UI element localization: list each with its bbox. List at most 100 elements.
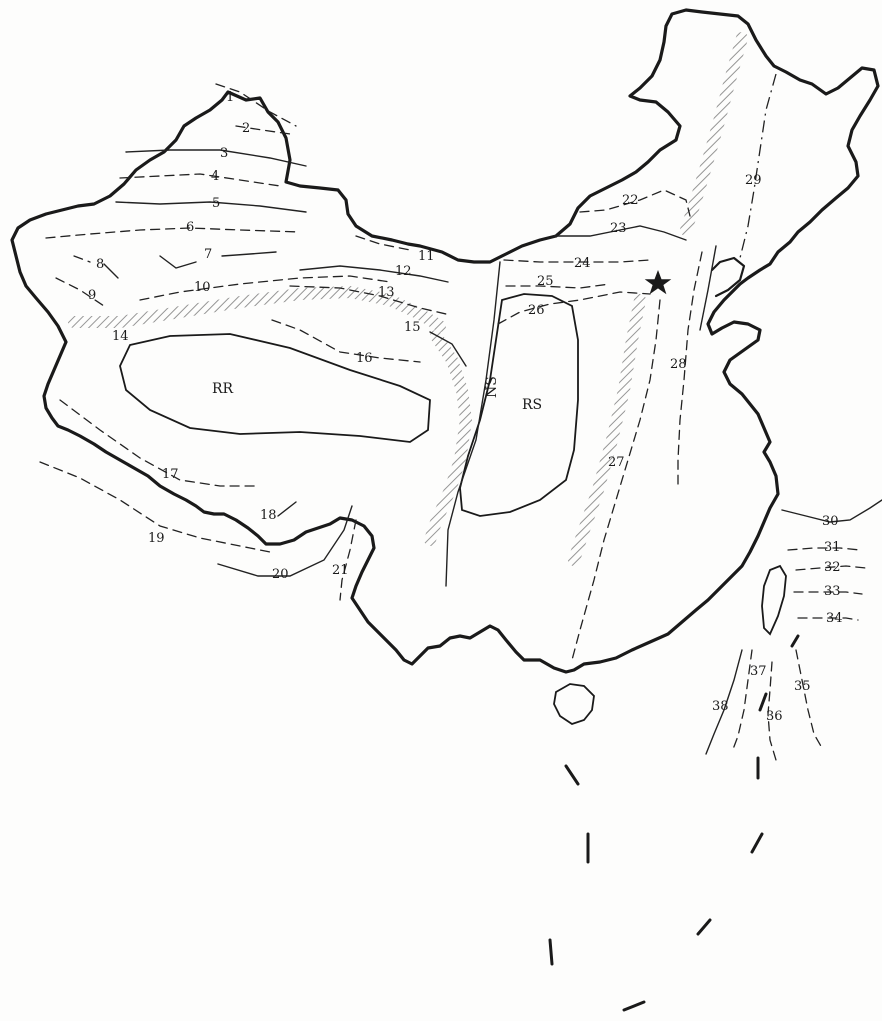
fault-label-12: 12 xyxy=(395,264,412,279)
fault-label-38: 38 xyxy=(712,699,729,714)
trench-segment-1 xyxy=(564,764,580,786)
fault-36 xyxy=(767,661,777,761)
fault-35 xyxy=(795,649,823,749)
hatch-belt-15 xyxy=(424,330,473,546)
fault-2 xyxy=(235,125,291,135)
fault-label-6: 6 xyxy=(186,220,194,235)
fault-7 xyxy=(159,255,197,269)
fault-15b xyxy=(429,331,467,367)
fault-label-16: 16 xyxy=(356,351,373,366)
fault-21 xyxy=(339,519,357,601)
fault-label-25: 25 xyxy=(537,274,554,289)
fault-label-3: 3 xyxy=(220,146,228,161)
trench-segment-6 xyxy=(750,832,764,854)
fault-label-24: 24 xyxy=(574,256,591,271)
fault-26 xyxy=(497,291,651,325)
fault-label-13: 13 xyxy=(378,285,395,300)
fault-label-23: 23 xyxy=(610,221,627,236)
fault-6 xyxy=(45,227,301,239)
ns-label: NS xyxy=(484,376,500,398)
fault-17 xyxy=(59,399,261,487)
fault-13 xyxy=(289,285,447,315)
fault-label-19: 19 xyxy=(148,531,165,546)
fault-label-21: 21 xyxy=(332,563,349,578)
fault-32 xyxy=(795,565,867,571)
fault-label-31: 31 xyxy=(824,540,841,555)
taiwan-island xyxy=(761,564,787,636)
fault-label-17: 17 xyxy=(162,467,179,482)
star-icon xyxy=(644,270,672,295)
ns-belt-line xyxy=(445,261,501,587)
fault-label-group: 1 2 3 4 5 6 7 8 9 10 11 12 13 14 15 16 1… xyxy=(88,90,843,724)
trench-segment-4 xyxy=(622,1000,646,1012)
rr-block-outline xyxy=(119,333,431,443)
fault-33 xyxy=(793,591,863,595)
fault-8b xyxy=(103,263,119,279)
fault-36-segment xyxy=(758,692,768,712)
fault-22 xyxy=(579,189,691,217)
fault-label-26: 26 xyxy=(528,303,545,318)
fault-28 xyxy=(677,251,703,485)
fault-29 xyxy=(739,73,777,259)
fault-label-33: 33 xyxy=(824,584,841,599)
fault-label-30: 30 xyxy=(822,514,839,529)
fault-18 xyxy=(277,501,297,517)
fault-label-8: 8 xyxy=(96,257,104,272)
fault-25 xyxy=(505,283,611,289)
fault-label-2: 2 xyxy=(242,121,250,136)
liaodong-coast xyxy=(710,256,746,298)
fault-label-28: 28 xyxy=(670,357,687,372)
hainan-island xyxy=(553,683,595,725)
hatch-belt-northeast xyxy=(680,32,748,236)
fault-5 xyxy=(115,201,307,213)
fault-38 xyxy=(705,649,743,755)
fault-label-20: 20 xyxy=(272,567,289,582)
fault-label-5: 5 xyxy=(212,196,220,211)
fault-label-27: 27 xyxy=(608,455,625,470)
fault-label-11: 11 xyxy=(418,249,435,264)
fault-23 xyxy=(553,225,687,241)
fault-19 xyxy=(39,461,271,553)
fault-label-37: 37 xyxy=(750,664,767,679)
fault-label-4: 4 xyxy=(211,169,219,184)
fault-label-10: 10 xyxy=(194,280,211,295)
rs-label: RS xyxy=(522,397,542,413)
fault-3 xyxy=(125,149,307,167)
fault-30 xyxy=(781,499,882,523)
fault-label-36: 36 xyxy=(766,709,783,724)
fault-label-32: 32 xyxy=(824,560,841,575)
fault-label-18: 18 xyxy=(260,508,277,523)
rs-block-outline xyxy=(459,293,579,517)
fault-label-1: 1 xyxy=(226,90,234,105)
hatch-belt-14 xyxy=(68,285,446,332)
fault-37 xyxy=(731,649,753,753)
fault-28b xyxy=(699,245,717,331)
fault-20 xyxy=(217,505,353,577)
fault-34 xyxy=(797,617,859,621)
fault-8 xyxy=(73,255,91,263)
hatch-belt-27 xyxy=(568,294,646,566)
rr-label: RR xyxy=(212,381,234,397)
fault-12 xyxy=(299,265,449,283)
trench-segment-3 xyxy=(548,938,554,966)
fault-label-14: 14 xyxy=(112,329,129,344)
fault-label-34: 34 xyxy=(826,611,843,626)
fault-16 xyxy=(271,319,421,363)
country-border xyxy=(10,8,880,674)
fault-9 xyxy=(55,277,105,307)
fault-31 xyxy=(787,547,861,551)
fault-4 xyxy=(119,173,281,187)
fault-label-9: 9 xyxy=(88,288,96,303)
fault-label-29: 29 xyxy=(745,173,762,188)
fault-label-15: 15 xyxy=(404,320,421,335)
fault-label-7: 7 xyxy=(204,247,212,262)
fault-35-segment xyxy=(790,634,800,648)
fault-label-22: 22 xyxy=(622,193,639,208)
fault-11 xyxy=(355,235,411,251)
trench-segment-5 xyxy=(696,918,712,936)
fault-7b xyxy=(221,251,277,257)
fault-1 xyxy=(215,83,297,127)
fault-24 xyxy=(503,259,651,263)
